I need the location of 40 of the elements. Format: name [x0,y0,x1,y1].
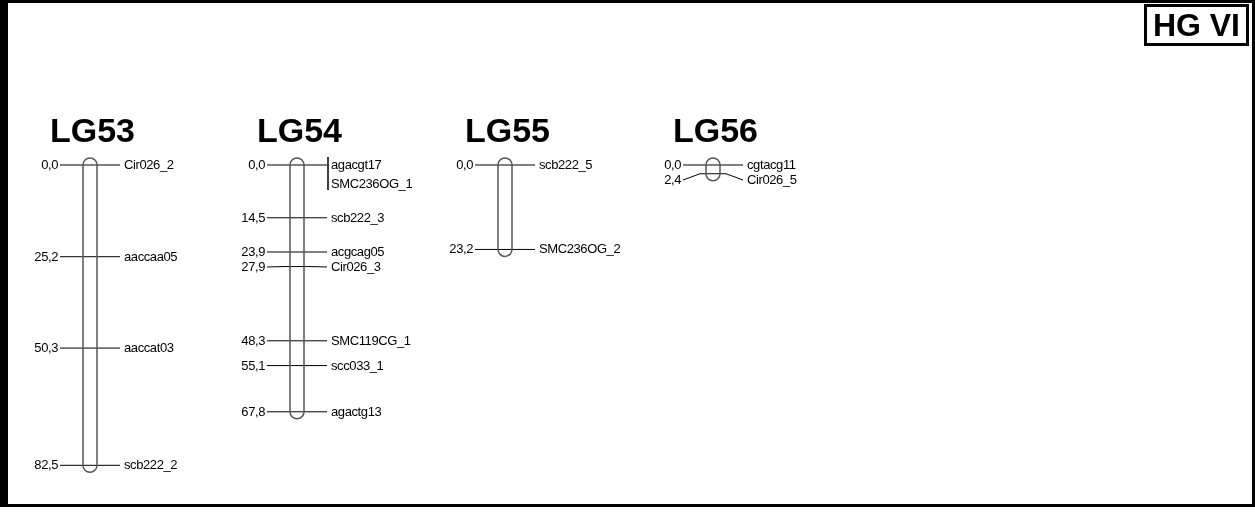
position-label: 2,4 [664,172,681,188]
position-label: 23,2 [449,241,473,258]
position-label: 0,0 [456,157,473,173]
marker-name: agacgt17 [331,157,382,173]
marker-name: aaccaa05 [124,248,178,265]
position-label: 0,0 [664,157,681,173]
marker-name: scb222_5 [539,157,593,173]
position-label: 27,9 [241,259,265,275]
position-label: 25,2 [34,248,58,265]
marker-name: agactg13 [331,403,382,420]
marker-name: SMC119CG_1 [331,332,411,349]
position-label: 82,5 [34,457,58,474]
marker-name: cgtacg11 [747,157,796,173]
marker-name: SMC236OG_2 [539,241,621,258]
chromosome-bar [289,157,305,420]
position-label: 23,9 [241,244,265,260]
marker-name: SMC236OG_1 [331,176,413,192]
position-label: 67,8 [241,403,265,420]
marker-name: aaccat03 [124,340,174,357]
group-title: HG VI [1143,4,1249,46]
marker-name: scb222_2 [124,457,178,474]
chromosome-bar [705,157,721,182]
group-heading: LG53 [50,110,136,150]
position-label: 48,3 [241,332,265,349]
position-label: 50,3 [34,340,58,357]
position-label: 0,0 [248,157,265,173]
group-heading: LG55 [465,110,551,150]
marker-name: Cir026_5 [747,172,797,188]
marker-name: acgcag05 [331,244,385,260]
group-heading: LG56 [673,110,759,150]
position-label: 0,0 [41,157,58,173]
marker-name: Cir026_2 [124,157,174,173]
marker-name: scc033_1 [331,357,384,374]
marker-name: Cir026_3 [331,259,381,275]
chromosome-bar [82,157,98,474]
marker-name: scb222_3 [331,209,385,226]
group-heading: LG54 [257,110,343,150]
chromosome-bar [497,157,513,258]
position-label: 14,5 [241,209,265,226]
position-label: 55,1 [241,357,265,374]
